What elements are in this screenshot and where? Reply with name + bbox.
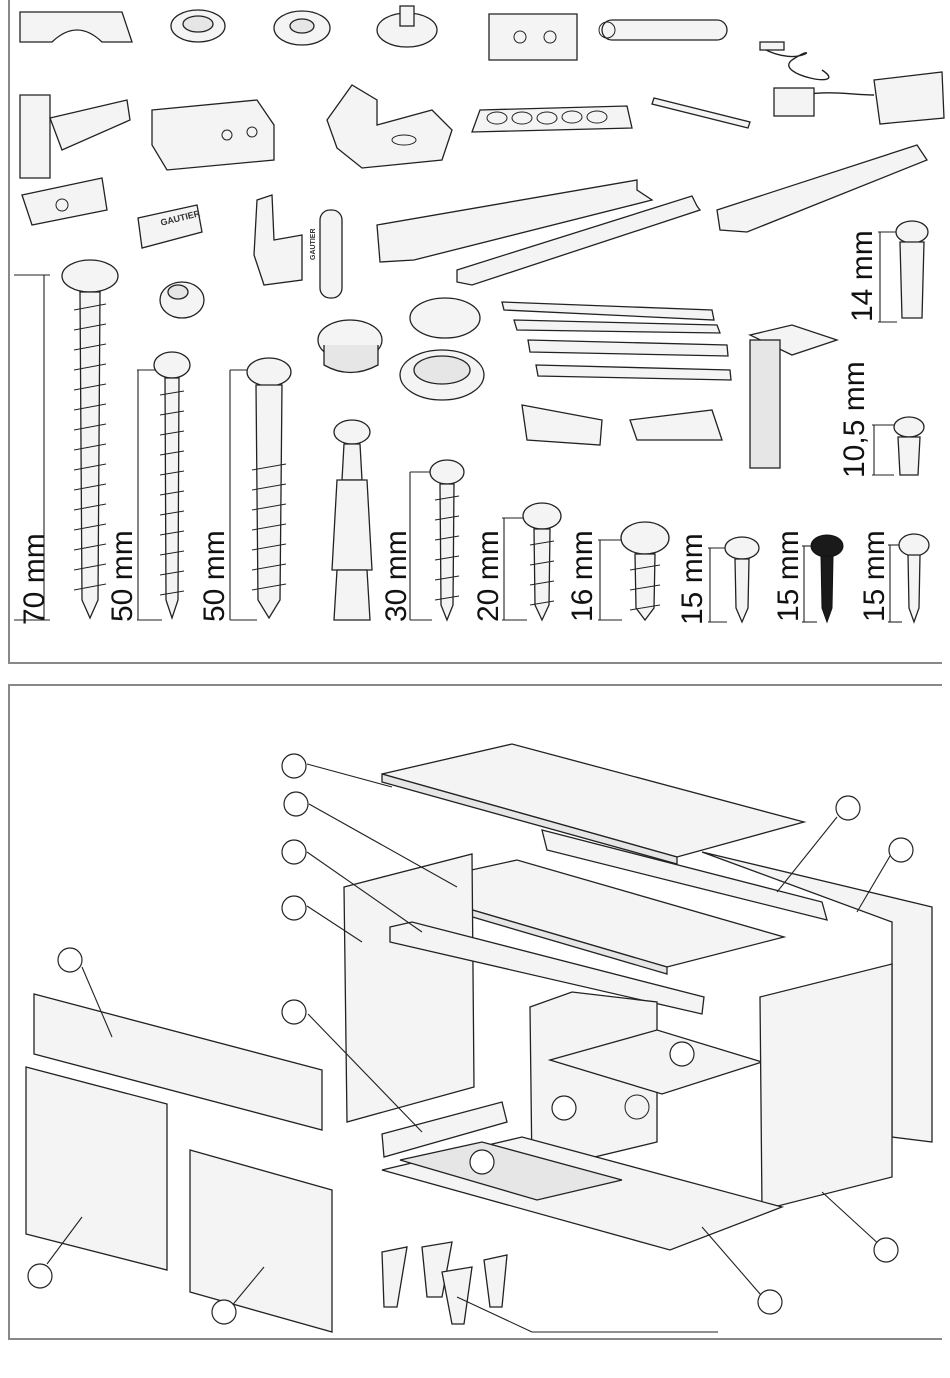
bottom-panel [382,1137,782,1250]
exploded-assembly-drawing [10,686,944,1342]
left-door [26,1067,167,1270]
dowel-10-drawing [872,417,924,475]
led-strip [652,98,750,128]
screw-30-label: 30 mm [382,530,412,622]
runner-set [502,302,731,380]
shelf-support-bracket [489,14,577,60]
dowel-14-label: 14 mm [848,230,878,322]
left-side-panel [344,854,474,1122]
push-latch [152,100,274,170]
screw-16-label: 16 mm [568,530,598,622]
screw-70-label: 70 mm [20,533,50,625]
edge-clip [20,12,132,42]
hinge [20,95,130,178]
screw-15b-drawing [802,535,843,622]
hinge-plate [22,178,107,225]
screw-15c-label: 15 mm [860,530,890,622]
angle-bracket [327,85,452,168]
shelf-pin-holder [254,195,342,298]
connector-bolt-drawing [332,420,372,620]
power-adapter [774,72,944,124]
hardware-panel: GAUTIER GAUTIER 70 mm 50 mm 50 mm 30 mm … [8,0,942,664]
dowel-10-label: 10,5 mm [840,361,870,478]
screw-50b-label: 50 mm [200,530,230,622]
lid-stay [717,145,927,232]
drawer-clip-right [630,410,722,440]
door-damper [599,20,727,40]
cable-grommet-base [318,320,382,373]
dowel-14-drawing [878,221,928,322]
right-door [190,1150,332,1332]
felt-pads-strip [472,106,632,132]
screw-16-drawing [598,522,669,620]
screw-50a-label: 50 mm [108,530,138,622]
screw-15b-label: 15 mm [774,530,804,622]
grommet-small [171,10,225,42]
right-front-panel [760,964,892,1210]
screw-15a-drawing [708,537,759,622]
screw-20-label: 20 mm [474,530,504,622]
screw-50a-drawing [137,352,190,620]
assembly-panel [8,684,942,1340]
grommet-ring [274,11,330,45]
screw-50b-drawing [230,358,291,620]
screw-15c-drawing [888,534,929,622]
cable-grommet-cap [400,298,484,400]
drawer-clip-left [522,405,602,445]
screw-20-drawing [502,503,561,620]
table-leg-bracket [750,325,837,468]
brand-label-holder: GAUTIER [310,229,317,261]
cam-lock [160,282,204,318]
screw-30-drawing [410,460,464,620]
adjustable-foot-pad [377,6,437,47]
led-cable [760,42,829,80]
screw-15a-label: 15 mm [678,533,708,625]
